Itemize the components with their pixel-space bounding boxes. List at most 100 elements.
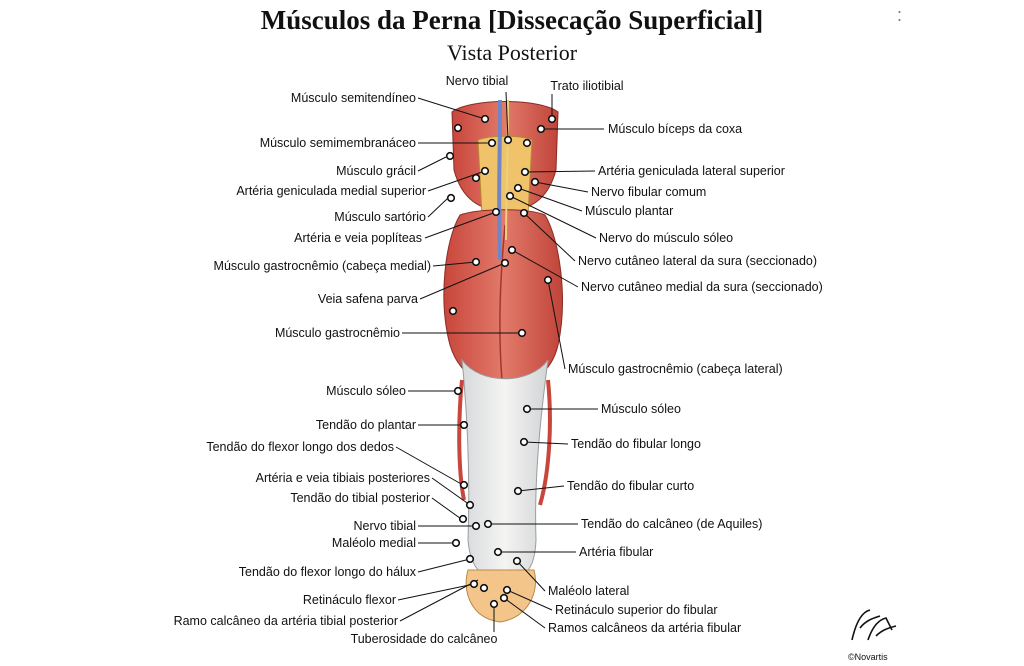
label-gastro-lateral: Músculo gastrocnêmio (cabeça lateral) (568, 362, 783, 376)
signature-scribble (851, 609, 897, 641)
leader-gracil (417, 156, 447, 172)
label-arteria-fibular: Artéria fibular (579, 545, 653, 559)
dot-retinaculo-flexor (469, 579, 479, 589)
soleus-lateral-edge (538, 379, 552, 506)
dot-semitendineo (480, 114, 490, 124)
dot-ramo-calcaneo (479, 583, 489, 593)
dot-calcaneo (483, 519, 493, 529)
leader-sartorio (427, 197, 449, 218)
dot-gastrocnemio (517, 328, 527, 338)
leader-gastro-medial (432, 261, 477, 267)
dot-fibular-comum (530, 177, 540, 187)
dot-semimembranaceo (487, 138, 497, 148)
dot-tibial-post (458, 514, 468, 524)
dot-fibular-curto (513, 486, 523, 496)
dot-geniculada-lateral (520, 167, 530, 177)
leader-musculo-plantar (517, 187, 583, 212)
leader-flexor-halux (417, 558, 471, 573)
label-retinaculo-flexor: Retináculo flexor (303, 593, 396, 607)
label-tibial-post: Tendão do tibial posterior (290, 491, 430, 505)
label-fibular-comum: Nervo fibular comum (591, 185, 706, 199)
dot-retinaculo-superior (502, 585, 512, 595)
leader-fibular-comum (534, 181, 589, 193)
label-popliteas: Artéria e veia poplíteas (294, 231, 422, 245)
dot-maleolo-medial (451, 538, 461, 548)
label-gastro-medial: Músculo gastrocnêmio (cabeça medial) (214, 259, 431, 273)
label-nervo-tibial-left: Nervo tibial (353, 519, 416, 533)
right-labels: Músculo bíceps da coxa Artéria geniculad… (548, 122, 823, 635)
dot-soleo-left (453, 386, 463, 396)
dot-arteria-fibular (493, 547, 503, 557)
label-semimembranaceo: Músculo semimembranáceo (260, 136, 416, 150)
label-tibiais-post: Artéria e veia tibiais posteriores (256, 471, 430, 485)
dot-ramos-calcaneos (499, 593, 509, 603)
dot-plantar (459, 420, 469, 430)
leader-popliteas (424, 211, 497, 239)
label-biceps: Músculo bíceps da coxa (608, 122, 742, 136)
leader-tibial-post (431, 497, 465, 522)
netter-signature-logo: ©Novartis (848, 609, 897, 662)
lower-leg-tendon (461, 358, 549, 579)
label-cutaneo-medial: Nervo cutâneo medial da sura (seccionado… (581, 280, 823, 294)
leader-fibular-curto (517, 485, 565, 492)
label-ramo-calcaneo: Ramo calcâneo da artéria tibial posterio… (174, 614, 398, 628)
label-plantar: Tendão do plantar (316, 418, 416, 432)
label-safena: Veia safena parva (318, 292, 418, 306)
label-nervo-tibial-top: Nervo tibial (446, 74, 509, 88)
dot-gracil (445, 151, 455, 161)
dot-gastro-medial (471, 257, 481, 267)
leader-semitendineo (417, 97, 486, 120)
label-flexor-halux: Tendão do flexor longo do hálux (239, 565, 417, 579)
dot-sartorio (446, 193, 456, 203)
dot-nervo-tibial-left (471, 521, 481, 531)
dot-cutaneo-medial (507, 245, 517, 255)
leader-flexor-dedos (395, 446, 464, 486)
dot-biceps (536, 124, 546, 134)
dot-geniculada-medial-2 (471, 173, 481, 183)
tibial-nerve-line (505, 99, 509, 241)
calf-median-groove (499, 224, 506, 381)
leader-ramo-calcaneo (399, 579, 479, 622)
dot-tibiais-post (465, 500, 475, 510)
label-geniculada-lateral: Artéria geniculada lateral superior (598, 164, 785, 178)
dot-flexor-halux (465, 554, 475, 564)
leader-nervo-soleo (509, 195, 597, 239)
dot-musculo-plantar (513, 183, 523, 193)
leader-geniculada-lateral (524, 170, 596, 173)
label-gracil: Músculo grácil (336, 164, 416, 178)
label-soleo-right: Músculo sóleo (601, 402, 681, 416)
leader-lines (395, 91, 604, 632)
label-fibular-longo: Tendão do fibular longo (571, 437, 701, 451)
dot-fibular-longo (519, 437, 529, 447)
leader-retinaculo-superior (506, 589, 553, 611)
dot-cutaneo-lateral (519, 208, 529, 218)
dot-nervo-tibial-top (503, 135, 513, 145)
dot-semitendineo-2 (453, 123, 463, 133)
dot-nervo-soleo (505, 191, 515, 201)
copyright-text: ©Novartis (848, 652, 888, 662)
dot-gastrocnemio-2 (448, 306, 458, 316)
label-musculo-plantar: Músculo plantar (585, 204, 673, 218)
leader-retinaculo-flexor (397, 583, 475, 601)
label-cutaneo-lateral: Nervo cutâneo lateral da sura (seccionad… (578, 254, 817, 268)
leader-safena (419, 262, 506, 300)
leader-maleolo-lateral (516, 560, 546, 592)
leg-illustration (443, 99, 563, 623)
leader-fibular-longo (523, 441, 569, 445)
label-geniculada-medial: Artéria geniculada medial superior (236, 184, 426, 198)
dot-soleo-right (522, 404, 532, 414)
dot-biceps-2 (522, 138, 532, 148)
dot-gastro-lateral (543, 275, 553, 285)
leader-cutaneo-lateral (523, 212, 576, 262)
label-fibular-curto: Tendão do fibular curto (567, 479, 694, 493)
dot-safena (500, 258, 510, 268)
dot-flexor-dedos (459, 480, 469, 490)
label-calcaneo: Tendão do calcâneo (de Aquiles) (581, 517, 762, 531)
page-title: Músculos da Perna [Dissecação Superficia… (260, 5, 764, 35)
label-flexor-dedos: Tendão do flexor longo dos dedos (206, 440, 394, 454)
left-labels: Músculo semitendíneo Músculo semimembran… (174, 91, 431, 628)
popliteal-vessel (497, 99, 502, 261)
leader-gastro-lateral (547, 279, 566, 370)
label-maleolo-lateral: Maléolo lateral (548, 584, 629, 598)
